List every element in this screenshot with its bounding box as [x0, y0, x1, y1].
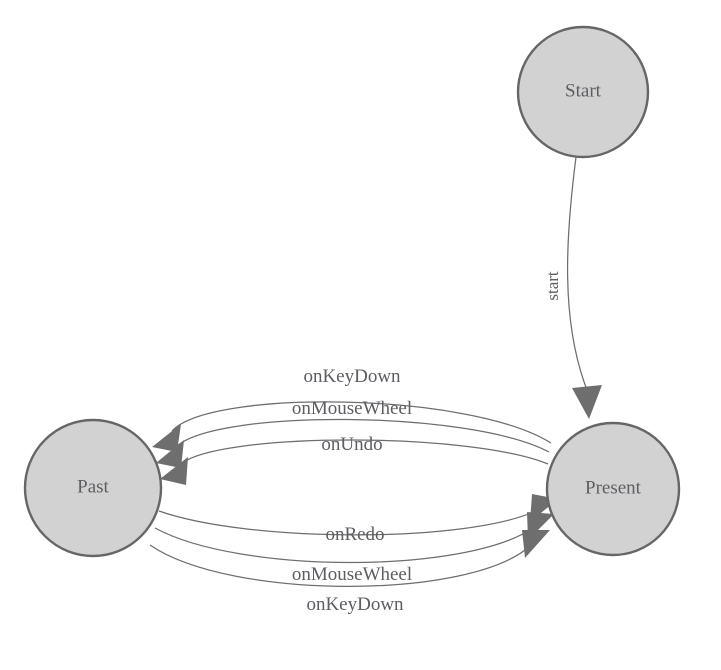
node-past[interactable]: Past [23, 418, 163, 558]
edge-past-to-present-onkeydown[interactable]: onKeyDown [149, 530, 550, 615]
edge-past-to-present-onredo-path [158, 509, 539, 536]
edge-label-past-present-onmousewheel: onMouseWheel [292, 564, 412, 585]
node-past-circle[interactable] [23, 418, 163, 558]
edge-present-to-past-onundo-path [180, 439, 549, 465]
edge-start-to-present-path [566, 156, 588, 391]
arrowhead-into-past-1 [152, 424, 181, 452]
edge-label-present-past-onkeydown: onKeyDown [303, 366, 401, 387]
node-start[interactable]: Start [516, 25, 650, 159]
arrowhead-into-present-top [572, 385, 602, 419]
arrowhead-into-past-2 [156, 440, 184, 468]
edge-label-present-past-onmousewheel: onMouseWheel [292, 398, 412, 419]
node-present-circle[interactable] [545, 421, 681, 557]
node-start-circle[interactable] [516, 25, 650, 159]
node-present-label: Present [585, 477, 642, 498]
node-present[interactable]: Present [545, 421, 681, 557]
edge-label-start: start [543, 271, 562, 301]
edge-present-to-past-onkeydown[interactable]: onKeyDown [152, 366, 552, 452]
edge-present-to-past-onundo[interactable]: onUndo [160, 434, 549, 485]
arrowhead-into-present-3 [522, 530, 550, 558]
edge-present-to-past-onmousewheel[interactable]: onMouseWheel [156, 398, 550, 468]
arrowhead-into-past-3 [160, 457, 188, 485]
edge-past-to-present-onredo[interactable]: onRedo [158, 494, 558, 545]
edge-start-to-present[interactable]: start [543, 156, 602, 419]
edge-present-to-past-onkeydown-path [171, 401, 552, 444]
node-past-label: Past [77, 476, 109, 497]
edge-present-to-past-onmousewheel-path [175, 418, 550, 453]
edge-label-past-present-onredo: onRedo [325, 524, 384, 545]
edge-label-past-present-onkeydown: onKeyDown [306, 594, 404, 615]
edge-label-present-past-onundo: onUndo [321, 434, 382, 455]
edge-past-to-present-onmousewheel-path [154, 527, 534, 564]
edge-past-to-present-onkeydown-path [149, 544, 531, 587]
node-start-label: Start [565, 80, 602, 101]
